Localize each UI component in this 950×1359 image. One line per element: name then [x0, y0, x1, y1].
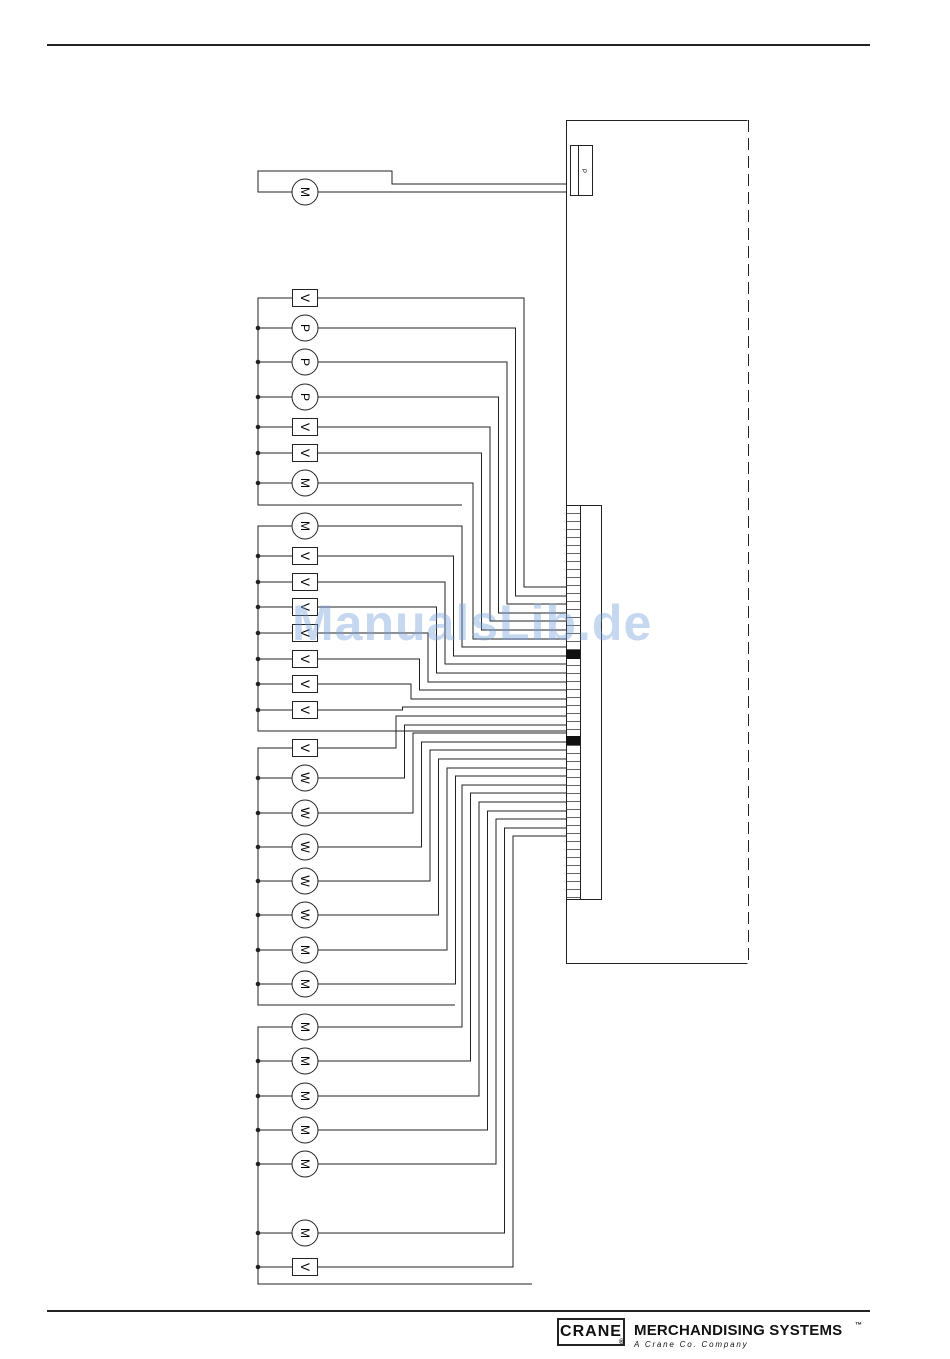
component-label: M — [298, 945, 312, 955]
whipper-symbol: W — [292, 765, 318, 791]
signal-wire — [318, 811, 566, 1130]
valve-symbol: V — [293, 574, 318, 591]
signal-wire — [318, 828, 566, 1233]
component-label: M — [298, 1022, 312, 1032]
motor-symbol: M — [292, 1220, 318, 1246]
motor-symbol: M — [292, 971, 318, 997]
signal-wire — [318, 802, 566, 1096]
component-label: V — [298, 706, 312, 714]
valve-symbol: V — [293, 419, 318, 436]
component-label: V — [298, 294, 312, 302]
crane-logo-text: CRANE — [560, 1323, 622, 1341]
component-label: M — [298, 1091, 312, 1101]
component-label: W — [298, 772, 312, 784]
main-connector — [567, 506, 602, 900]
pump-symbol: P — [292, 315, 318, 341]
signal-wire — [318, 759, 566, 915]
pump-symbol: P — [292, 384, 318, 410]
motor-symbol: M — [292, 1014, 318, 1040]
component-label: M — [298, 1159, 312, 1169]
motor-symbol: M — [292, 513, 318, 539]
signal-wire — [318, 768, 566, 950]
component-label: P — [298, 324, 312, 332]
motor-symbol: M — [292, 1083, 318, 1109]
component-label: W — [298, 909, 312, 921]
signal-wire — [318, 785, 566, 1027]
valve-symbol: V — [293, 740, 318, 757]
signal-wire — [318, 750, 566, 881]
signal-wire — [318, 427, 566, 621]
whipper-symbol: W — [292, 902, 318, 928]
signal-wire — [318, 733, 566, 813]
whipper-symbol: W — [292, 800, 318, 826]
signal-wire — [318, 684, 566, 699]
valve-symbol: V — [293, 445, 318, 462]
component-label: P — [298, 393, 312, 401]
component-label: W — [298, 807, 312, 819]
component-label: P — [298, 358, 312, 366]
common-rail — [258, 298, 462, 505]
motor-symbol: M — [292, 937, 318, 963]
signal-wire — [318, 819, 566, 1164]
signal-wire — [318, 836, 566, 1267]
valve-symbol: V — [293, 702, 318, 719]
motor-symbol: M — [292, 1117, 318, 1143]
common-rail — [258, 748, 455, 1005]
component-label: M — [298, 1056, 312, 1066]
connector-key — [566, 736, 580, 745]
whipper-symbol: W — [292, 868, 318, 894]
signal-wire — [318, 776, 566, 984]
component-label: M — [298, 1228, 312, 1238]
company-tagline: A Crane Co. Company — [634, 1340, 748, 1349]
component-label: V — [298, 449, 312, 457]
component-label: V — [298, 655, 312, 663]
component-label: V — [298, 744, 312, 752]
valve-symbol: V — [293, 548, 318, 565]
motor-symbol: M — [292, 1151, 318, 1177]
crane-logo: CRANE — [557, 1318, 625, 1346]
signal-wire — [318, 742, 566, 847]
valve-symbol: V — [293, 651, 318, 668]
trademark-mark: ™ — [855, 1322, 862, 1329]
signal-wire — [318, 707, 566, 710]
signal-wire — [318, 793, 566, 1061]
registered-mark: ® — [619, 1339, 624, 1346]
component-label: V — [298, 578, 312, 586]
whipper-symbol: W — [292, 834, 318, 860]
signal-wire — [318, 298, 566, 587]
component-label: M — [298, 979, 312, 989]
component-label: M — [298, 521, 312, 531]
valve-symbol: V — [293, 1259, 318, 1276]
pump-symbol: P — [292, 349, 318, 375]
component-label: M — [298, 478, 312, 488]
component-label: V — [298, 680, 312, 688]
division-name: MERCHANDISING SYSTEMS — [634, 1322, 842, 1339]
motor-symbol: M — [292, 1048, 318, 1074]
valve-symbol: V — [293, 290, 318, 307]
motor-symbol: M — [292, 470, 318, 496]
component-label: V — [298, 552, 312, 560]
watermark: ManualsLib.de — [292, 594, 652, 652]
signal-wire — [318, 716, 566, 748]
component-label: W — [298, 875, 312, 887]
component-label: M — [298, 1125, 312, 1135]
top-connector-label: P — [580, 169, 586, 173]
top-motor-label: M — [298, 187, 312, 197]
component-label: W — [298, 841, 312, 853]
component-label: V — [298, 423, 312, 431]
top-motor: M — [292, 179, 318, 205]
valve-symbol: V — [293, 676, 318, 693]
component-label: V — [298, 1263, 312, 1271]
